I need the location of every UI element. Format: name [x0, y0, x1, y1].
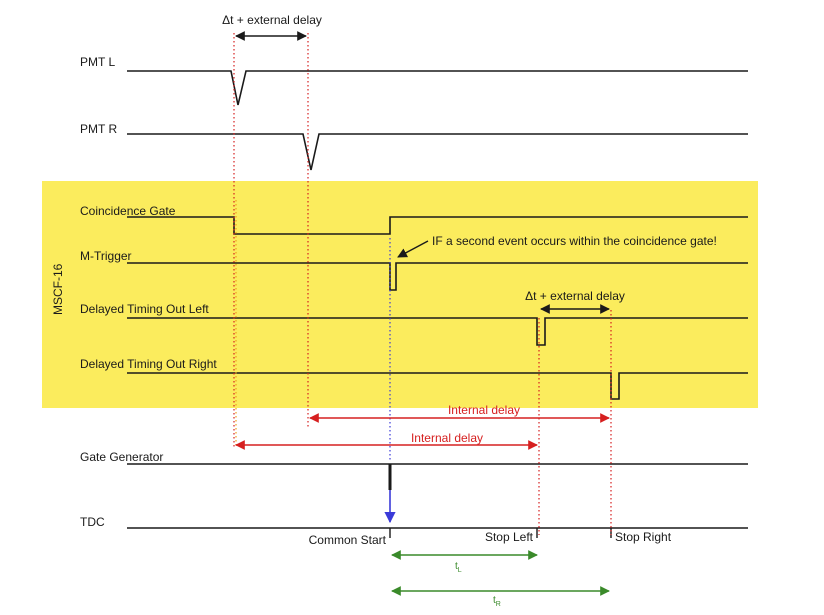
wave-m-trigger [127, 262, 748, 291]
label-delayed-left: Delayed Timing Out Left [80, 302, 209, 316]
label-tdc: TDC [80, 515, 105, 529]
mscf-band [42, 181, 758, 408]
wave-coincidence-gate [127, 216, 748, 235]
top-delay-label: Δt + external delay [222, 13, 322, 27]
label-coincidence-gate: Coincidence Gate [80, 204, 176, 218]
label-m-trigger: M-Trigger [80, 249, 132, 263]
t-left-label: tL [455, 561, 462, 574]
t-right-label: tR [493, 595, 501, 608]
mscf-label: MSCF-16 [51, 263, 65, 315]
label-delayed-right: Delayed Timing Out Right [80, 357, 217, 371]
second-event-note: IF a second event occurs within the coin… [432, 234, 717, 248]
wave-delayed-left [127, 317, 748, 346]
internal-delay-upper-label: Internal delay [448, 403, 520, 417]
mid-delay-label: Δt + external delay [525, 289, 625, 303]
stop-right-label: Stop Right [615, 530, 672, 544]
internal-delay-lower-label: Internal delay [411, 431, 483, 445]
common-start-label: Common Start [309, 533, 387, 547]
wave-pmt-l [127, 70, 748, 106]
stop-left-label: Stop Left [485, 530, 534, 544]
wave-delayed-right [127, 372, 748, 400]
label-gate-generator: Gate Generator [80, 450, 163, 464]
t-right-subscript: R [496, 601, 501, 608]
t-left-subscript: L [458, 567, 462, 574]
wave-pmt-r [127, 133, 748, 171]
label-pmt-r: PMT R [80, 122, 117, 136]
second-event-arrow [397, 240, 429, 258]
label-pmt-l: PMT L [80, 55, 115, 69]
